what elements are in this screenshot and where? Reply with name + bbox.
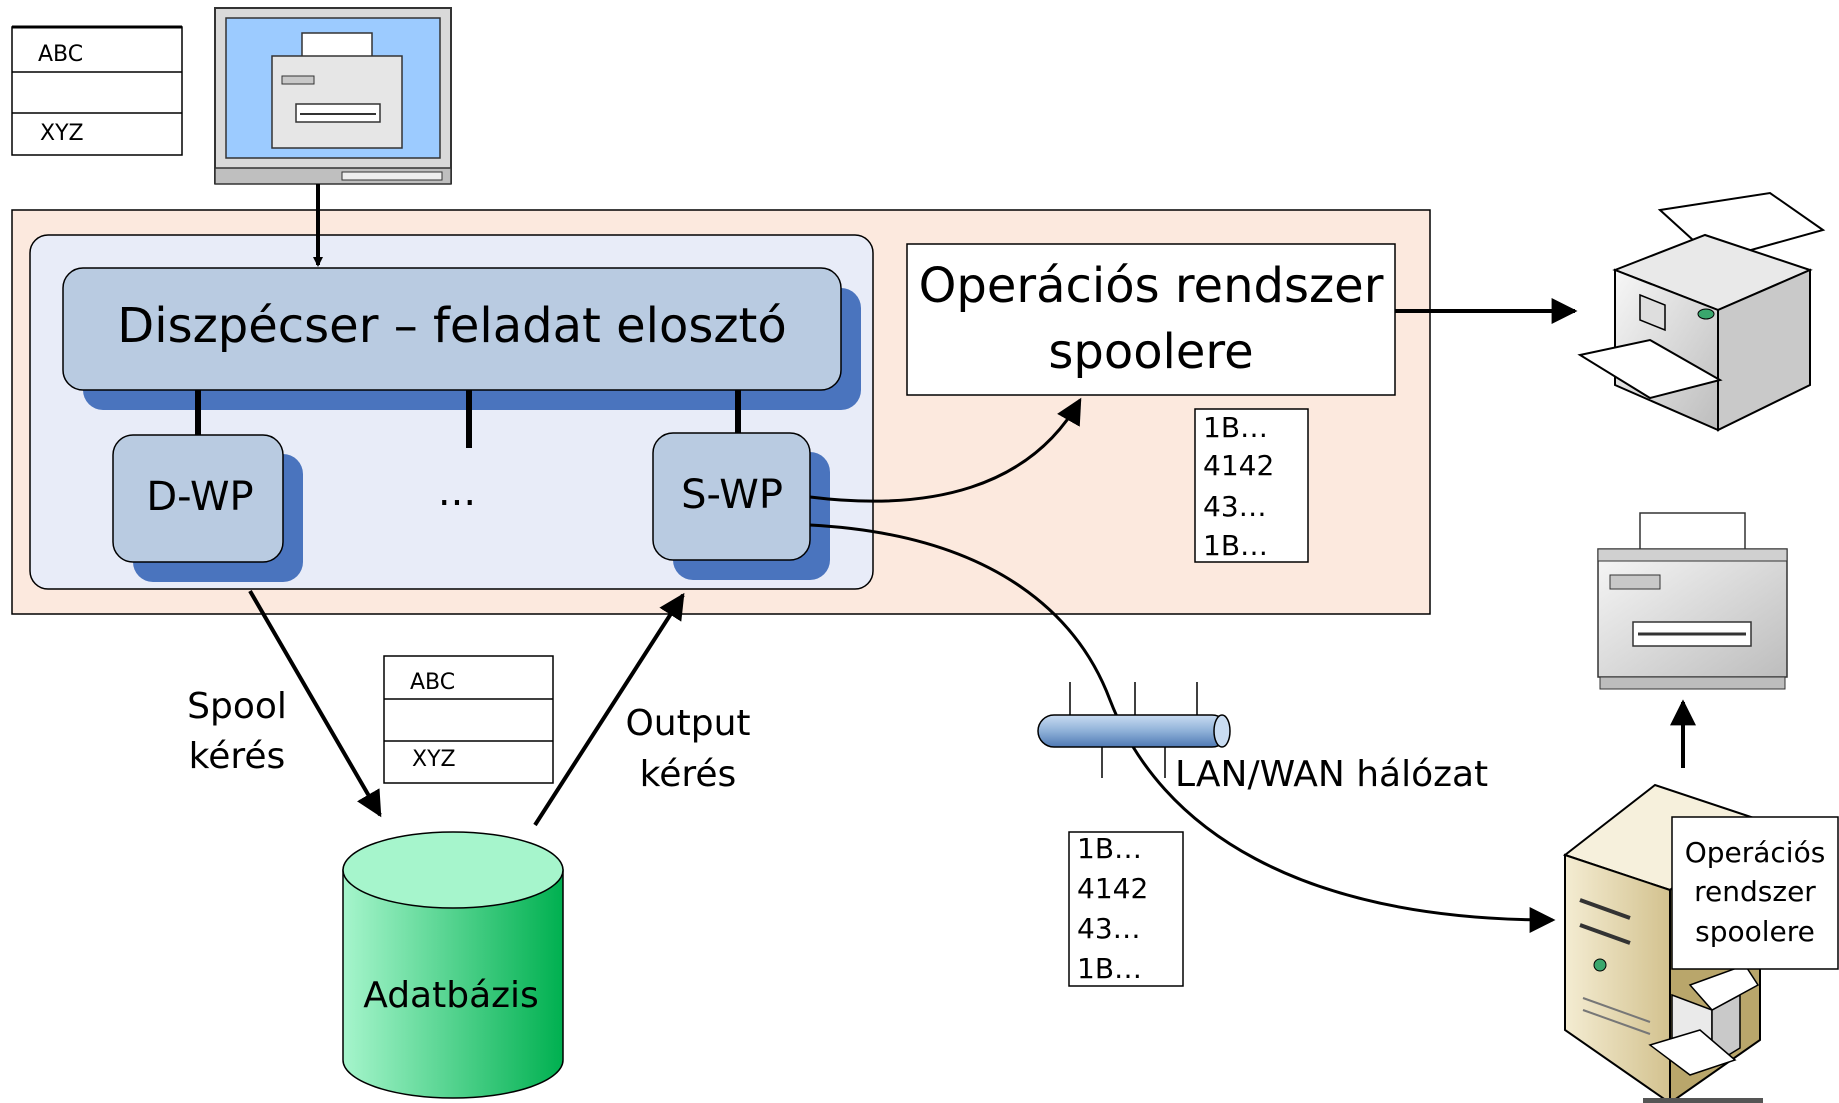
top-table-row3: XYZ	[40, 121, 84, 146]
mid-table-row1: ABC	[410, 670, 455, 695]
os-spooler-line1: Operációs rendszer	[919, 258, 1384, 314]
dwp-box: D-WP	[112, 434, 303, 582]
data-list-upper-item: 1B…	[1203, 411, 1268, 444]
output-request-label-2: kérés	[640, 754, 737, 795]
remote-spooler-box: Operációs rendszer spoolere	[1671, 816, 1839, 970]
network-segment-icon	[1037, 682, 1231, 778]
spool-request-label-1: Spool	[187, 686, 287, 727]
dispatcher-label: Diszpécser – feladat elosztó	[117, 298, 786, 354]
remote-spooler-line3: spoolere	[1695, 915, 1815, 948]
network-label: LAN/WAN hálózat	[1175, 754, 1488, 795]
mid-table: ABC XYZ	[383, 655, 554, 784]
dispatcher-box: Diszpécser – feladat elosztó	[62, 267, 861, 410]
data-list-lower: 1B… 4142 43… 1B…	[1068, 831, 1184, 987]
swp-box: S-WP	[652, 432, 830, 580]
mid-table-row3: XYZ	[412, 747, 456, 772]
database-label: Adatbázis	[363, 975, 539, 1016]
spool-request-label-2: kérés	[189, 736, 286, 777]
data-list-lower-item: 4142	[1077, 872, 1148, 905]
dwp-label: D-WP	[146, 474, 253, 520]
swp-to-spooler-curve	[809, 397, 1082, 503]
top-table: ABC XYZ	[11, 25, 183, 156]
data-list-upper: 1B… 4142 43… 1B…	[1194, 408, 1309, 563]
top-table-row1: ABC	[38, 42, 83, 67]
data-list-upper-item: 1B…	[1203, 529, 1268, 562]
laser-printer-icon	[1577, 191, 1826, 432]
remote-spooler-line1: Operációs	[1685, 836, 1826, 869]
remote-spooler-line2: rendszer	[1694, 875, 1816, 908]
data-list-lower-item: 43…	[1077, 912, 1141, 945]
line-printer-icon	[1597, 512, 1788, 690]
ellipsis-label: ...	[438, 469, 476, 515]
monitor-icon	[214, 7, 452, 185]
database-icon: Adatbázis	[342, 831, 564, 1099]
swp-label: S-WP	[681, 472, 783, 518]
output-request-label-1: Output	[625, 703, 750, 744]
data-list-lower-item: 1B…	[1077, 832, 1142, 865]
output-request-arrow	[533, 592, 685, 827]
data-list-upper-item: 43…	[1203, 490, 1267, 523]
data-list-upper-item: 4142	[1203, 449, 1274, 482]
os-spooler-line2: spoolere	[1048, 324, 1253, 380]
spool-request-arrow	[248, 589, 382, 818]
data-list-lower-item: 1B…	[1077, 952, 1142, 985]
os-spooler-box: Operációs rendszer spoolere	[906, 243, 1396, 396]
